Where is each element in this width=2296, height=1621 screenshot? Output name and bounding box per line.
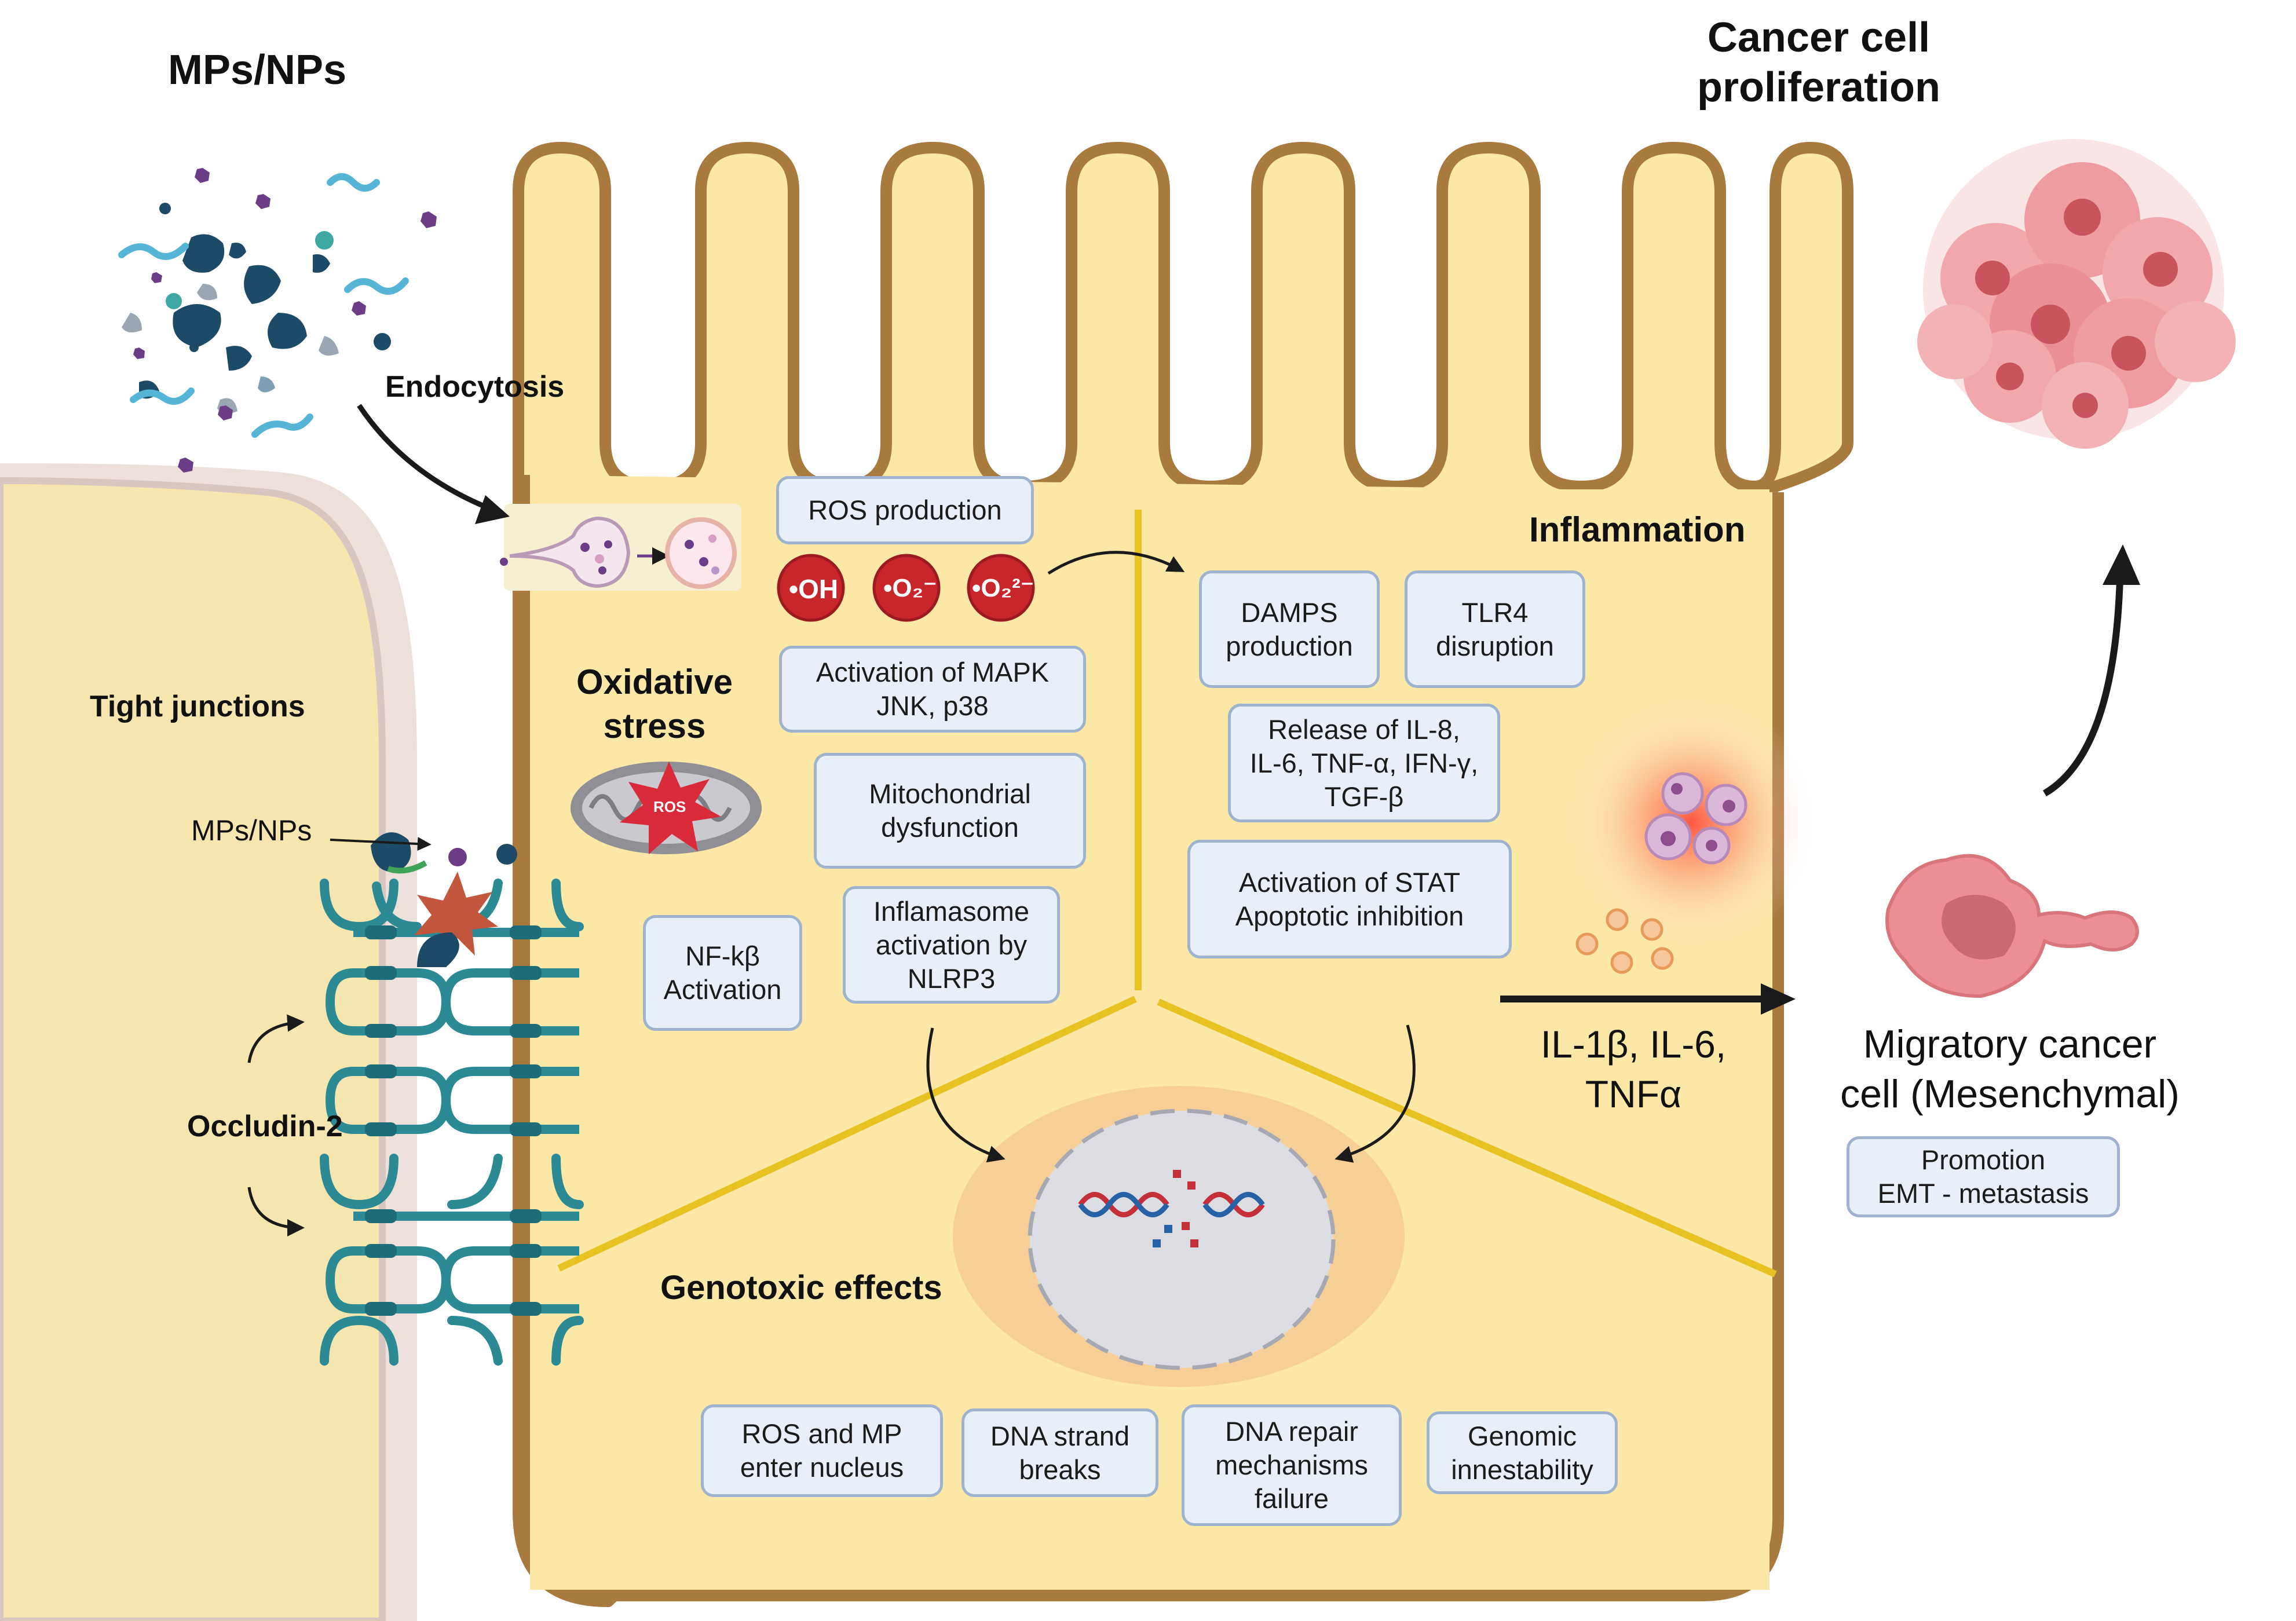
box-mapk-activation: Activation of MAPK JNK, p38: [779, 646, 1086, 733]
cytokines-label: IL-1β, IL-6, TNFα: [1540, 1023, 1727, 1115]
particle-cloud: [118, 168, 437, 473]
endocytosis-vesicle: [500, 504, 741, 591]
cancer-cluster-icon: [1917, 139, 2236, 449]
mitochondrion-icon: [571, 762, 762, 854]
box-damps-production: DAMPS production: [1199, 570, 1380, 688]
tight-junctions-label: Tight junctions: [90, 690, 305, 723]
box-genomic-instability: Genomic innestability: [1427, 1411, 1618, 1494]
box-stat-activation: Activation of STAT Apoptotic inhibition: [1187, 840, 1512, 958]
cytokine-particles: [1575, 908, 1674, 974]
radical-icons: [777, 554, 1035, 622]
box-tlr4-disruption: TLR4 disruption: [1405, 570, 1585, 688]
box-nfkb-activation: NF-kβ Activation: [643, 915, 802, 1031]
mps-nps-junction-label: MPs/NPs: [191, 814, 312, 847]
box-cytokine-release: Release of IL-8, IL-6, TNF-α, IFN-γ, TGF…: [1228, 704, 1500, 822]
migratory-cell-label: Migratory cancer cell (Mesenchymal): [1840, 1022, 2180, 1116]
genotoxic-label: Genotoxic effects: [660, 1269, 942, 1307]
box-promotion-emt: Promotion EMT - metastasis: [1847, 1136, 2120, 1217]
box-mitochondrial-dysfunction: Mitochondrial dysfunction: [814, 753, 1086, 869]
occludin-markers: [365, 925, 542, 1316]
endocytosis-label: Endocytosis: [385, 370, 565, 404]
radical-peroxide: •O₂²⁻: [972, 574, 1034, 602]
arrow-to-nucleus-right: [1335, 1024, 1416, 1163]
box-inflamasome: Inflamasome activation by NLRP3: [843, 886, 1060, 1004]
box-dna-repair-failure: DNA repair mechanisms failure: [1182, 1404, 1402, 1526]
dna-strand-icon: [1078, 1192, 1169, 1217]
section-dividers: [557, 510, 1777, 1278]
cancer-proliferation-title: Cancer cell proliferation: [1697, 14, 1941, 111]
occludin-label: Occludin-2: [187, 1110, 343, 1143]
immune-cells: [1564, 695, 1819, 950]
ros-burst-label: ROS: [653, 798, 686, 815]
box-ros-production: ROS production: [776, 476, 1034, 544]
migratory-cancer-cell-icon: [1885, 854, 2139, 998]
box-ros-mp-nucleus: ROS and MP enter nucleus: [701, 1404, 943, 1497]
neighbor-cell: [0, 463, 417, 1621]
particles-title: MPs/NPs: [168, 47, 347, 93]
inflammation-label: Inflammation: [1529, 510, 1746, 549]
arrow-to-nucleus-left: [926, 1027, 1006, 1163]
radical-hydroxyl: •OH: [789, 574, 839, 604]
ros-to-inflammation-arrow: [1047, 551, 1185, 575]
box-dna-strand-breaks: DNA strand breaks: [961, 1408, 1158, 1497]
occludin-proteins: [320, 879, 584, 1366]
ros-burst-icon: [620, 762, 721, 854]
nucleus: [953, 1086, 1405, 1387]
oxidative-stress-label: Oxidative stress: [576, 663, 733, 745]
damage-burst-icon: [414, 872, 498, 958]
proliferation-arrow: [2042, 579, 2123, 797]
radical-superoxide: •O₂⁻: [883, 574, 937, 602]
endocytosis-arrow: [357, 404, 493, 513]
